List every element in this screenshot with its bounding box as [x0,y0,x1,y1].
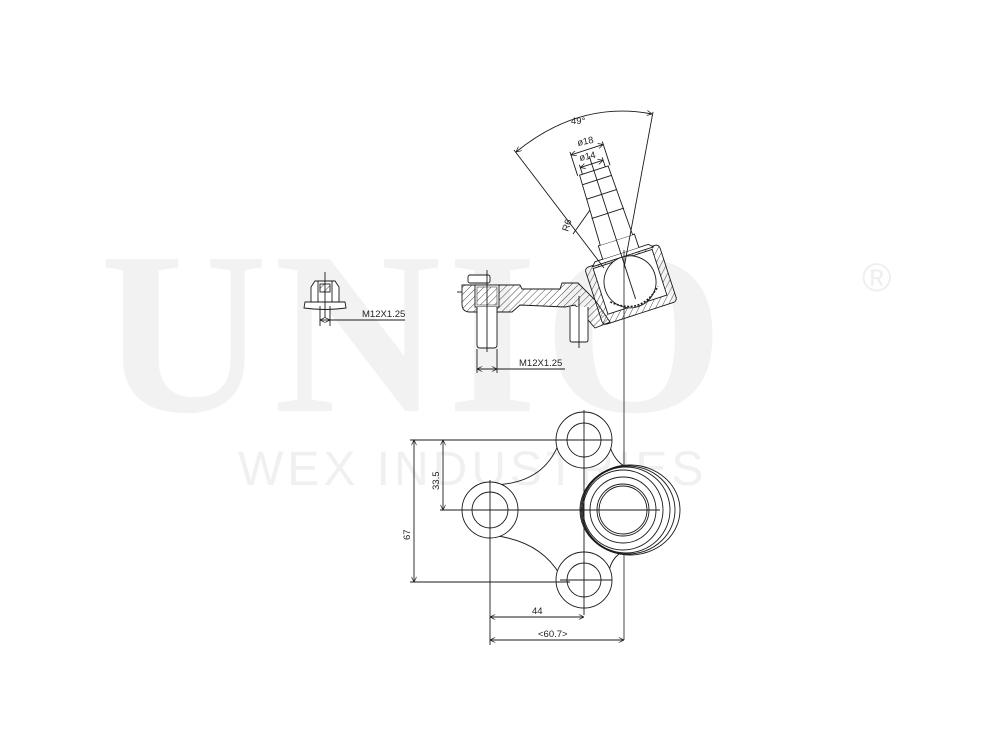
dim-vertical-total: 67 [402,529,413,540]
dim-stud-inner-diameter: ø14 [578,150,596,164]
dim-bolt-thread: M12X1.25 [519,358,562,369]
dim-vertical-half: 33.5 [431,472,442,491]
dim-horizontal-inner: 44 [532,606,543,617]
watermark-registered-mark: ® [862,256,892,300]
top-view [410,410,681,645]
dim-angle: 49° [571,116,586,127]
dim-horizontal-ref: <60.7> [538,629,568,640]
dim-nut-thread: M12X1.25 [362,309,405,320]
side-view [457,111,677,640]
flange-nut [303,272,405,326]
dim-radius: R6 [560,218,574,233]
dim-stud-outer-diameter: ø18 [576,135,594,149]
